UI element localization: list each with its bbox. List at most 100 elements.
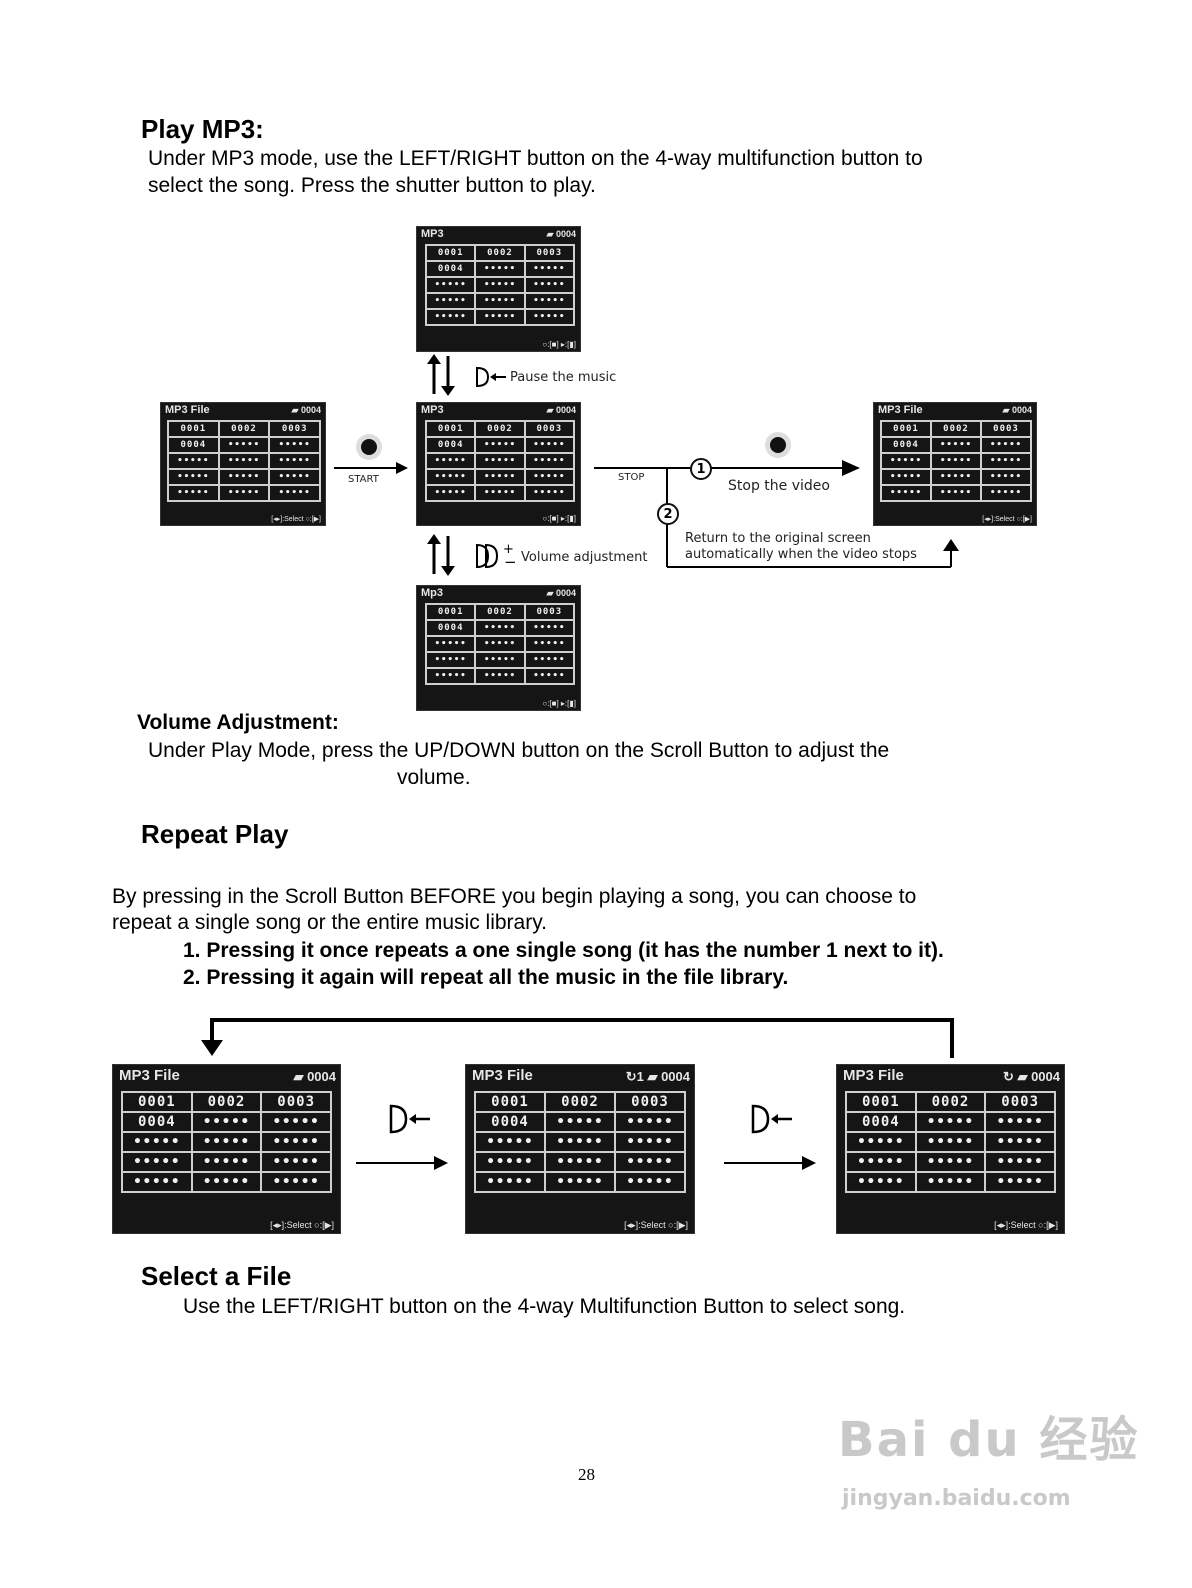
svg-text:+: +: [503, 542, 514, 557]
file-cell: •••••: [475, 469, 525, 485]
file-cell: 0004: [475, 1112, 545, 1132]
baidu-watermark-url: jingyan.baidu.com: [842, 1486, 1071, 1511]
select-file-title: Select a File: [141, 1261, 292, 1291]
file-cell: •••••: [261, 1172, 331, 1192]
file-cell: •••••: [524, 453, 574, 469]
screen-title: Mp3: [421, 587, 443, 599]
file-cell: •••••: [426, 293, 476, 309]
file-cell: •••••: [475, 309, 525, 325]
file-cell: •••••: [524, 652, 574, 668]
file-cell: •••••: [615, 1152, 685, 1172]
play-mp3-title: Play MP3:: [141, 114, 264, 144]
volume-adjustment-title: Volume Adjustment:: [137, 711, 339, 734]
press-button-icon: [476, 366, 506, 388]
repeat-text-line-1: By pressing in the Scroll Button BEFORE …: [112, 885, 917, 908]
file-cell: •••••: [915, 1112, 986, 1132]
file-cell: •••••: [985, 1152, 1055, 1172]
file-cell: •••••: [191, 1132, 262, 1152]
file-cell: •••••: [475, 1132, 545, 1152]
file-cell: •••••: [475, 668, 525, 684]
file-cell: •••••: [475, 1172, 545, 1192]
file-cell: 0002: [191, 1092, 262, 1112]
screen-footer: [◂▸]:Select ○:[▶]: [982, 516, 1032, 523]
file-cell: •••••: [545, 1152, 615, 1172]
file-cell: •••••: [981, 485, 1031, 501]
file-cell: •••••: [524, 293, 574, 309]
step-1-marker: 1: [690, 458, 712, 480]
file-cell: •••••: [615, 1172, 685, 1192]
screen-footer-icons: ○:[■] ▸:[▮]: [542, 699, 576, 708]
stop-label: STOP: [618, 472, 645, 483]
file-cell: 0003: [524, 421, 574, 437]
screen-title: MP3 File: [472, 1067, 533, 1084]
file-cell: 0001: [426, 421, 476, 437]
screen-count-repeat-one: ↻1 ▰ 0004: [625, 1069, 690, 1084]
file-cell: •••••: [261, 1152, 331, 1172]
file-cell: •••••: [475, 453, 525, 469]
file-cell: •••••: [524, 277, 574, 293]
up-down-arrows-icon: [427, 354, 455, 396]
file-cell: •••••: [524, 620, 574, 636]
file-cell: •••••: [426, 485, 476, 501]
file-cell: •••••: [168, 453, 219, 469]
screen-footer: [◂▸]:Select ○:[▶]: [624, 1220, 688, 1230]
stop-flow-lines: [594, 460, 959, 568]
file-cell: •••••: [524, 636, 574, 652]
file-cell: •••••: [545, 1172, 615, 1192]
screen-title: MP3 File: [843, 1067, 904, 1084]
file-cell: •••••: [475, 636, 525, 652]
file-cell: •••••: [261, 1112, 331, 1132]
file-cell: 0003: [524, 245, 574, 261]
file-cell: •••••: [269, 453, 320, 469]
file-cell: •••••: [615, 1132, 685, 1152]
file-cell: 0004: [122, 1112, 192, 1132]
baidu-watermark-logo: Bai du 经验: [838, 1412, 1140, 1468]
file-cell: •••••: [269, 469, 320, 485]
file-cell: •••••: [981, 453, 1031, 469]
file-cell: •••••: [475, 652, 525, 668]
file-cell: 0001: [475, 1092, 545, 1112]
volume-text-line-1: Under Play Mode, press the UP/DOWN butto…: [148, 739, 890, 762]
file-cell: •••••: [475, 293, 525, 309]
file-cell: •••••: [524, 261, 574, 277]
stop-video-label: Stop the video: [728, 478, 830, 494]
return-label-line-2: automatically when the video stops: [685, 547, 917, 562]
repeat-text-line-2: repeat a single song or the entire music…: [112, 911, 547, 934]
repeat-item-2: 2. Pressing it again will repeat all the…: [183, 966, 789, 989]
file-cell: •••••: [122, 1172, 192, 1192]
screen-count: ▰ 0004: [293, 1069, 336, 1084]
return-label-line-1: Return to the original screen: [685, 531, 871, 546]
file-cell: •••••: [931, 485, 981, 501]
screen-title: MP3: [421, 404, 444, 416]
page-number: 28: [578, 1465, 595, 1484]
play-mp3-text-line-1: Under MP3 mode, use the LEFT/RIGHT butto…: [148, 147, 923, 170]
start-arrow-icon: [334, 462, 408, 474]
file-cell: •••••: [426, 652, 476, 668]
file-cell: •••••: [524, 485, 574, 501]
next-arrow-icon: [724, 1156, 816, 1170]
file-cell: •••••: [846, 1152, 916, 1172]
file-cell: 0001: [122, 1092, 192, 1112]
file-cell: 0001: [846, 1092, 916, 1112]
file-cell: •••••: [269, 437, 320, 453]
file-cell: 0001: [426, 604, 476, 620]
file-cell: 0001: [168, 421, 219, 437]
file-cell: •••••: [915, 1132, 986, 1152]
file-cell: •••••: [122, 1152, 192, 1172]
file-cell: •••••: [881, 485, 931, 501]
file-cell: •••••: [218, 437, 270, 453]
svg-text:−: −: [504, 553, 517, 571]
file-cell: •••••: [191, 1152, 262, 1172]
file-cell: •••••: [985, 1132, 1055, 1152]
file-cell: •••••: [931, 437, 981, 453]
file-cell: •••••: [524, 309, 574, 325]
